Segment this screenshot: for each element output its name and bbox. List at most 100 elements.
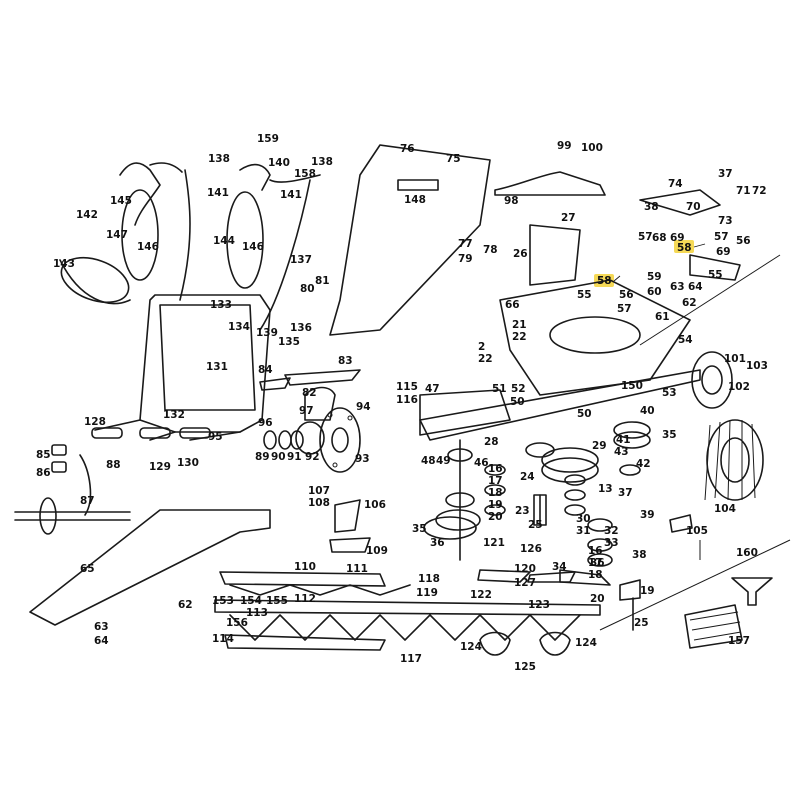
part-label: 97 <box>299 405 314 417</box>
part-label: 143 <box>53 258 75 270</box>
part-label: 91 <box>287 451 302 463</box>
part-label: 75 <box>446 153 461 165</box>
part-label: 55 <box>708 269 723 281</box>
part-label: 13 <box>598 483 613 495</box>
wheel-assembly <box>669 351 764 533</box>
part-label: 51 <box>492 383 507 395</box>
part-label: 125 <box>514 661 536 673</box>
part-label: 69 <box>716 246 731 258</box>
part-label: 115 <box>396 381 418 393</box>
part-label: 136 <box>290 322 312 334</box>
part-label: 74 <box>668 178 683 190</box>
part-label: 124 <box>460 641 482 653</box>
part-label: 157 <box>728 635 750 647</box>
part-label: 114 <box>212 633 234 645</box>
part-label: 21 <box>512 319 527 331</box>
part-label: 134 <box>228 321 250 333</box>
part-label: 60 <box>647 286 662 298</box>
part-label: 64 <box>688 281 703 293</box>
part-label: 40 <box>640 405 655 417</box>
part-label: 46 <box>474 457 489 469</box>
part-label: 107 <box>308 485 330 497</box>
part-label: 55 <box>577 289 592 301</box>
part-label: 113 <box>246 607 268 619</box>
part-label: 141 <box>207 187 229 199</box>
part-label: 139 <box>256 327 278 339</box>
part-label: 117 <box>400 653 422 665</box>
part-label: 86 <box>36 467 51 479</box>
part-label: 88 <box>106 459 121 471</box>
part-label: 58 <box>597 275 612 287</box>
part-label: 100 <box>581 142 603 154</box>
part-label: 133 <box>210 299 232 311</box>
part-label: 94 <box>356 401 371 413</box>
part-label: 140 <box>268 157 290 169</box>
part-label: 159 <box>257 133 279 145</box>
part-label: 142 <box>76 209 98 221</box>
part-label: 22 <box>512 331 527 343</box>
part-label: 116 <box>396 394 418 406</box>
part-label: 54 <box>678 334 693 346</box>
part-label: 34 <box>552 561 567 573</box>
part-label: 70 <box>686 201 701 213</box>
part-label: 25 <box>634 617 649 629</box>
part-label: 135 <box>278 336 300 348</box>
part-label: 120 <box>514 563 536 575</box>
part-label: 57 <box>638 231 653 243</box>
part-label: 99 <box>557 140 572 152</box>
part-label: 150 <box>621 380 643 392</box>
highlight-part-58-upper <box>674 240 694 253</box>
part-label: 153 <box>212 595 234 607</box>
part-label: 33 <box>604 537 619 549</box>
part-label: 63 <box>670 281 685 293</box>
part-label: 18 <box>588 569 603 581</box>
part-label: 98 <box>504 195 519 207</box>
part-label: 141 <box>280 189 302 201</box>
part-label: 105 <box>686 525 708 537</box>
cutter-bar-assembly <box>29 499 601 656</box>
part-label: 23 <box>515 505 530 517</box>
part-label: 127 <box>514 577 536 589</box>
part-label: 119 <box>416 587 438 599</box>
part-label: 89 <box>255 451 270 463</box>
part-label: 145 <box>110 195 132 207</box>
part-label: 17 <box>488 475 503 487</box>
part-label: 58 <box>677 242 692 254</box>
part-label: 147 <box>106 229 128 241</box>
part-label: 50 <box>510 396 525 408</box>
part-label: 31 <box>576 525 591 537</box>
part-label: 18 <box>488 487 503 499</box>
part-label: 108 <box>308 497 330 509</box>
part-label: 20 <box>488 511 503 523</box>
part-label: 146 <box>242 241 264 253</box>
part-label: 42 <box>636 458 651 470</box>
part-label: 77 <box>458 238 473 250</box>
part-label: 110 <box>294 561 316 573</box>
part-label: 48 <box>421 455 436 467</box>
part-label: 38 <box>632 549 647 561</box>
part-label: 146 <box>137 241 159 253</box>
part-label: 93 <box>355 453 370 465</box>
part-label: 87 <box>80 495 95 507</box>
part-label: 2 <box>478 341 485 353</box>
part-label: 65 <box>80 563 95 575</box>
part-label: 84 <box>258 364 273 376</box>
part-label: 57 <box>714 231 729 243</box>
part-label: 32 <box>604 525 619 537</box>
part-label: 52 <box>511 383 526 395</box>
part-label: 25 <box>528 519 543 531</box>
part-label: 103 <box>746 360 768 372</box>
part-label: 138 <box>311 156 333 168</box>
part-label: 90 <box>271 451 286 463</box>
part-label: 41 <box>616 434 631 446</box>
part-label: 123 <box>528 599 550 611</box>
part-label: 155 <box>266 595 288 607</box>
part-label: 156 <box>226 617 248 629</box>
part-label: 154 <box>240 595 262 607</box>
part-label: 62 <box>682 297 697 309</box>
part-label: 59 <box>647 271 662 283</box>
part-label: 82 <box>302 387 317 399</box>
part-label: 148 <box>404 194 426 206</box>
part-label: 50 <box>577 408 592 420</box>
part-label: 64 <box>94 635 109 647</box>
